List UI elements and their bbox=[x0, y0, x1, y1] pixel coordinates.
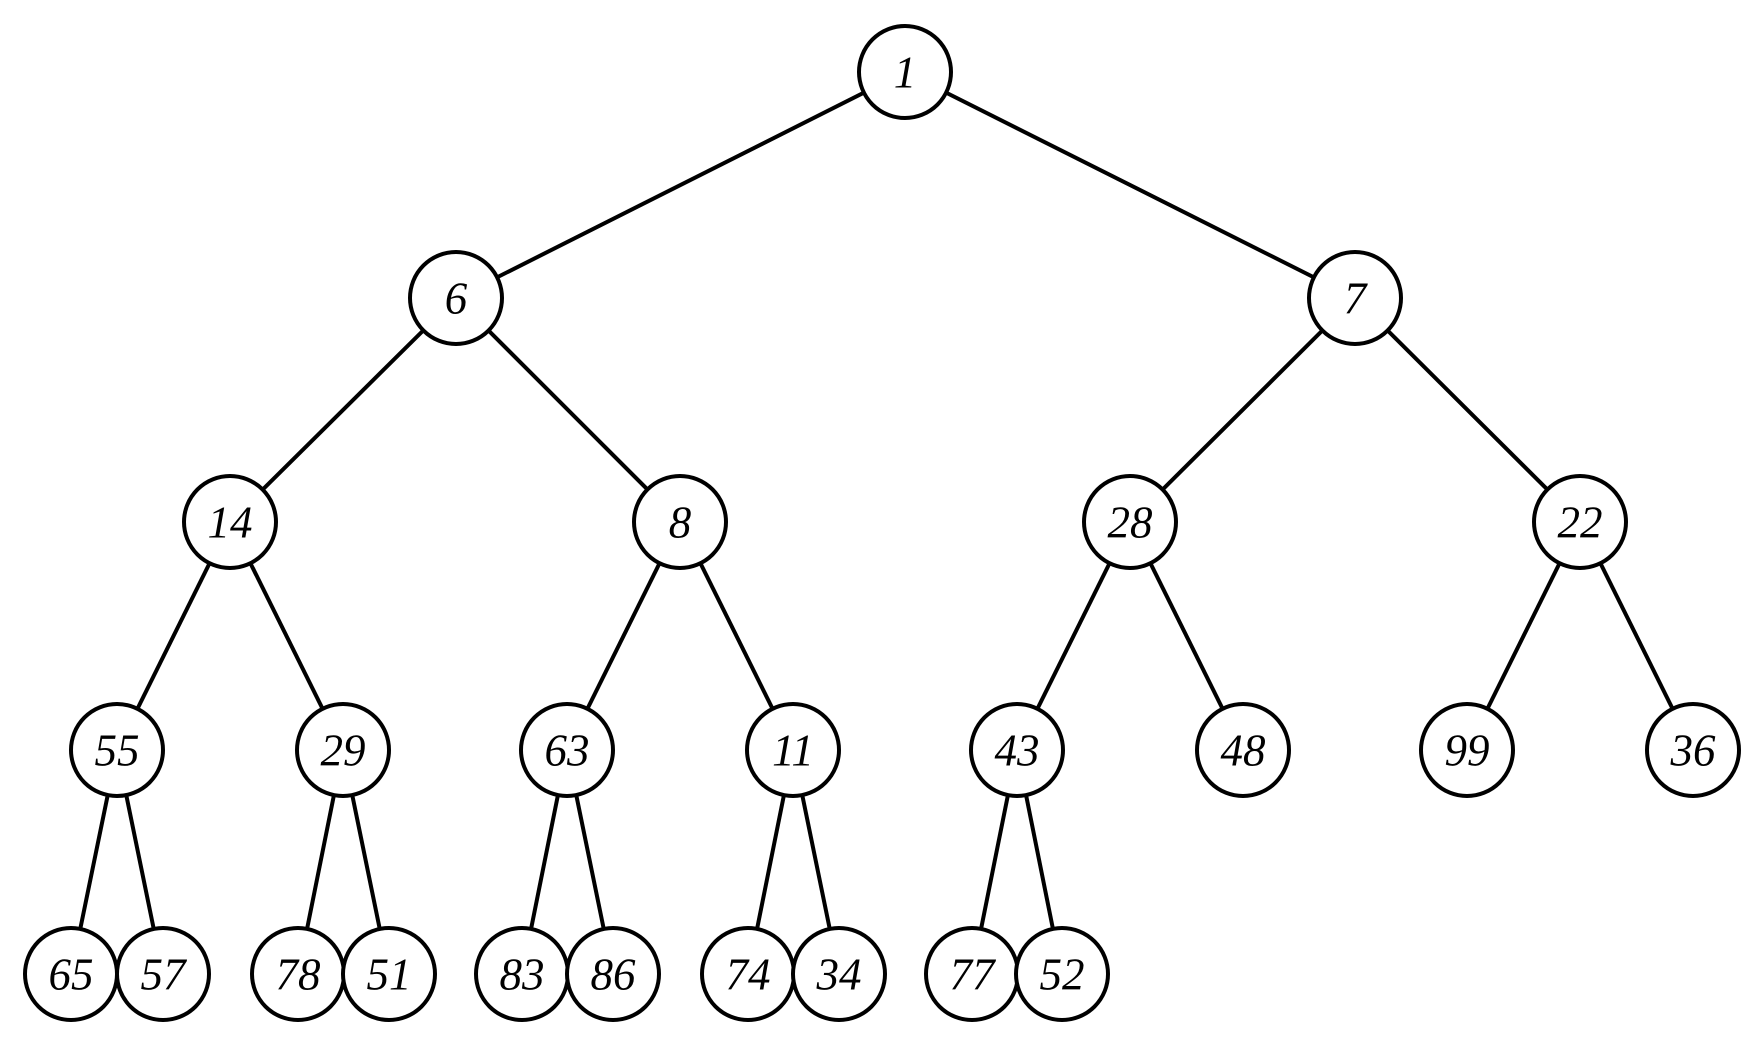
tree-node-circle bbox=[745, 702, 841, 798]
tree-node-circle bbox=[632, 474, 728, 570]
tree-node-label: 28 bbox=[1108, 497, 1153, 547]
tree-node-label: 7 bbox=[1344, 273, 1369, 323]
tree-node-99: 99 bbox=[1419, 702, 1515, 798]
tree-node-circle bbox=[1082, 474, 1178, 570]
tree-node-34: 34 bbox=[791, 926, 887, 1022]
tree-node-label: 22 bbox=[1558, 497, 1603, 547]
tree-node-label: 8 bbox=[669, 497, 692, 547]
tree-node-label: 83 bbox=[500, 949, 545, 999]
tree-node-circle bbox=[1195, 702, 1291, 798]
tree-node-label: 11 bbox=[772, 725, 814, 775]
tree-node-65: 65 bbox=[23, 926, 119, 1022]
tree-node-circle bbox=[857, 24, 953, 120]
tree-node-52: 52 bbox=[1014, 926, 1110, 1022]
tree-node-1: 1 bbox=[857, 24, 953, 120]
tree-node-circle bbox=[295, 702, 391, 798]
tree-node-label: 65 bbox=[49, 949, 94, 999]
tree-node-label: 99 bbox=[1445, 725, 1490, 775]
tree-node-83: 83 bbox=[474, 926, 570, 1022]
tree-node-circle bbox=[969, 702, 1065, 798]
tree-node-14: 14 bbox=[182, 474, 278, 570]
tree-node-55: 55 bbox=[69, 702, 165, 798]
tree-edge-1-6 bbox=[455, 70, 906, 300]
tree-edge-6-14 bbox=[228, 296, 458, 524]
tree-node-51: 51 bbox=[341, 926, 437, 1022]
tree-node-circle bbox=[115, 926, 211, 1022]
tree-edge-1-7 bbox=[904, 70, 1356, 300]
tree-node-circle bbox=[69, 702, 165, 798]
tree-node-label: 6 bbox=[445, 273, 468, 323]
tree-node-63: 63 bbox=[519, 702, 615, 798]
tree-node-86: 86 bbox=[565, 926, 661, 1022]
tree-node-22: 22 bbox=[1532, 474, 1628, 570]
tree-node-label: 86 bbox=[591, 949, 637, 999]
tree-node-circle bbox=[408, 250, 504, 346]
tree-node-label: 29 bbox=[321, 725, 366, 775]
tree-edge-7-28 bbox=[1128, 296, 1357, 524]
tree-node-label: 55 bbox=[95, 725, 140, 775]
tree-node-circle bbox=[341, 926, 437, 1022]
tree-node-label: 77 bbox=[950, 949, 998, 999]
tree-node-label: 51 bbox=[367, 949, 412, 999]
tree-node-label: 52 bbox=[1040, 949, 1085, 999]
tree-node-77: 77 bbox=[924, 926, 1020, 1022]
tree-node-label: 78 bbox=[276, 949, 321, 999]
tree-node-label: 74 bbox=[726, 949, 771, 999]
tree-node-label: 14 bbox=[208, 497, 253, 547]
tree-node-circle bbox=[1419, 702, 1515, 798]
tree-node-circle bbox=[565, 926, 661, 1022]
tree-node-circle bbox=[1645, 702, 1741, 798]
tree-node-circle bbox=[1307, 250, 1403, 346]
tree-node-7: 7 bbox=[1307, 250, 1403, 346]
tree-node-28: 28 bbox=[1082, 474, 1178, 570]
tree-node-label: 43 bbox=[995, 725, 1040, 775]
tree-node-circle bbox=[1532, 474, 1628, 570]
tree-node-8: 8 bbox=[632, 474, 728, 570]
tree-node-circle bbox=[1014, 926, 1110, 1022]
tree-node-11: 11 bbox=[745, 702, 841, 798]
tree-node-label: 1 bbox=[894, 47, 917, 97]
tree-node-label: 36 bbox=[1670, 725, 1717, 775]
tree-node-6: 6 bbox=[408, 250, 504, 346]
tree-node-circle bbox=[791, 926, 887, 1022]
tree-node-74: 74 bbox=[700, 926, 796, 1022]
tree-node-57: 57 bbox=[115, 926, 211, 1022]
tree-node-29: 29 bbox=[295, 702, 391, 798]
tree-node-label: 57 bbox=[141, 949, 189, 999]
tree-node-48: 48 bbox=[1195, 702, 1291, 798]
tree-node-label: 63 bbox=[545, 725, 590, 775]
tree-edge-7-22 bbox=[1353, 296, 1582, 524]
tree-node-78: 78 bbox=[250, 926, 346, 1022]
tree-node-36: 36 bbox=[1645, 702, 1741, 798]
tree-node-43: 43 bbox=[969, 702, 1065, 798]
tree-node-circle bbox=[182, 474, 278, 570]
tree-node-label: 34 bbox=[816, 949, 862, 999]
tree-node-circle bbox=[519, 702, 615, 798]
tree-node-label: 48 bbox=[1221, 725, 1266, 775]
tree-edge-6-8 bbox=[454, 296, 682, 524]
